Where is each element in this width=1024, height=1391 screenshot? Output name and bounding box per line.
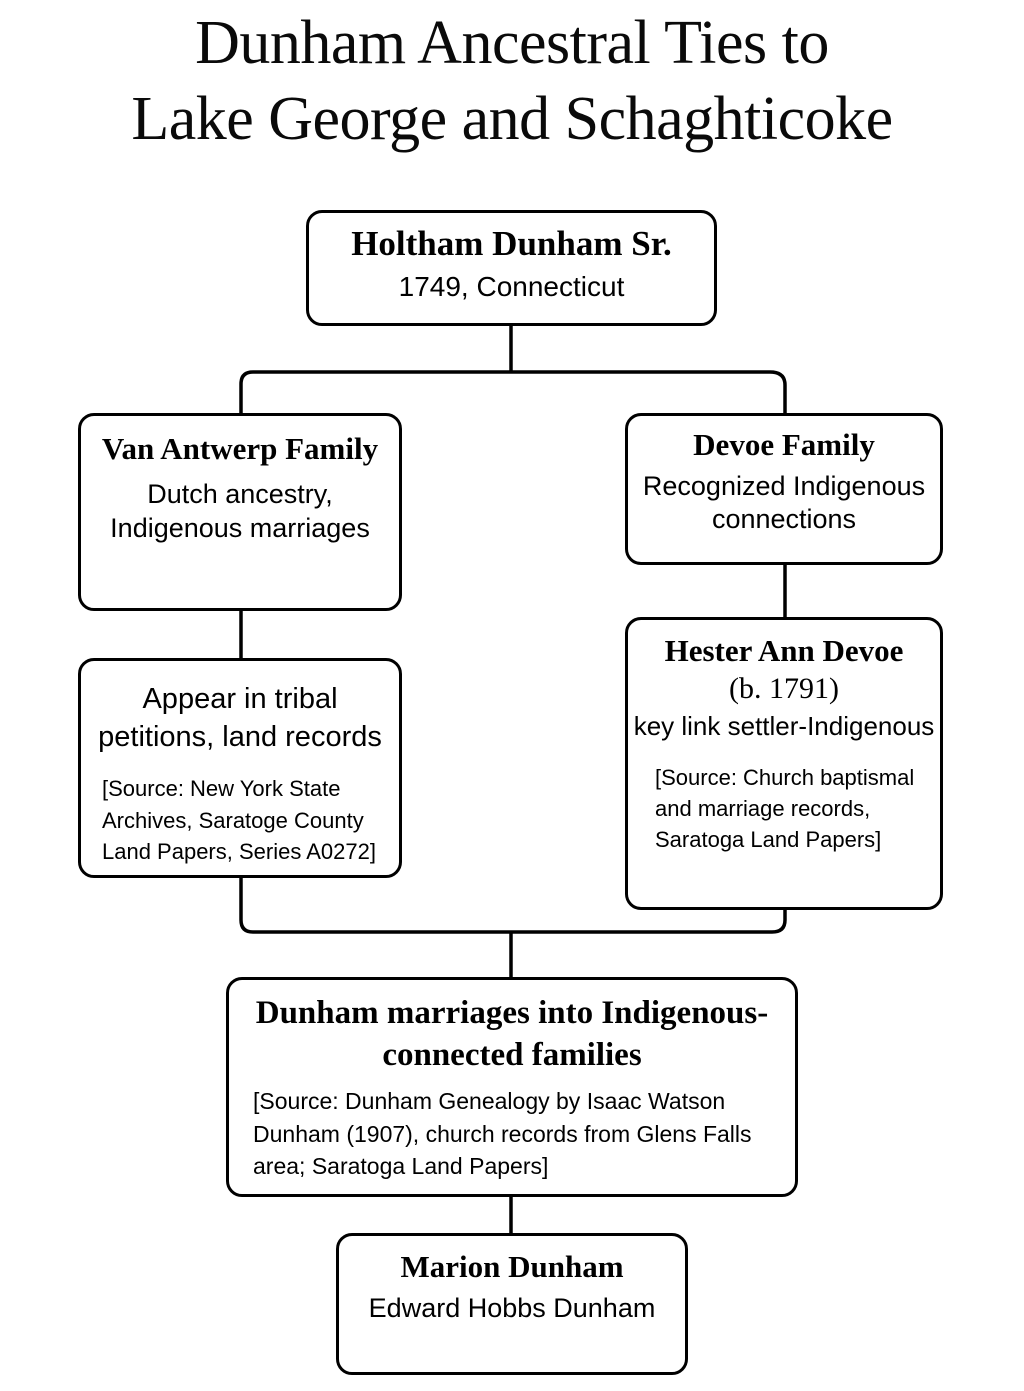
node-marriages-source: [Source: Dunham Genealogy by Isaac Watso… [253, 1088, 752, 1180]
node-devoe-family[interactable]: Devoe Family Recognized Indigenous conne… [625, 413, 943, 565]
node-dunham-marriages[interactable]: Dunham marriages into Indigenous-connect… [226, 977, 798, 1197]
node-van-antwerp-name: Van Antwerp Family [101, 431, 379, 466]
page-title-line-1: Dunham Ancestral Ties to [195, 9, 829, 77]
node-hester-ann-devoe[interactable]: Hester Ann Devoe (b. 1791) key link sett… [625, 617, 943, 910]
node-marion-name: Marion Dunham [400, 1249, 624, 1284]
node-van-antwerp-family[interactable]: Van Antwerp Family Dutch ancestry, Indig… [78, 413, 402, 611]
node-hester-detail: key link settler-Indigenous [633, 710, 935, 741]
node-van-antwerp-detail: Dutch ancestry, Indigenous marriages [110, 478, 370, 543]
node-petitions-detail: Appear in tribal petitions, land records [98, 683, 382, 753]
page-title: Dunham Ancestral Ties to Lake George and… [0, 6, 1024, 157]
node-hester-birth: (b. 1791) [729, 671, 839, 705]
node-hester-name: Hester Ann Devoe [664, 633, 904, 668]
node-marion-detail: Edward Hobbs Dunham [368, 1292, 656, 1323]
node-devoe-name: Devoe Family [693, 427, 875, 462]
node-marion-dunham[interactable]: Marion Dunham Edward Hobbs Dunham [336, 1233, 688, 1375]
node-holtham-dunham-sr[interactable]: Holtham Dunham Sr. 1749, Connecticut [306, 210, 717, 326]
node-root-name: Holtham Dunham Sr. [351, 224, 672, 263]
node-hester-source: [Source: Church baptismal and marriage r… [655, 764, 915, 853]
node-devoe-detail: Recognized Indigenous connections [642, 470, 926, 535]
page-title-line-2: Lake George and Schaghticoke [131, 84, 893, 153]
node-root-detail: 1749, Connecticut [398, 271, 625, 303]
node-petitions-source: [Source: New York State Archives, Sarato… [102, 776, 376, 864]
node-marriages-name: Dunham marriages into Indigenous-connect… [255, 995, 769, 1073]
connector-split-bar [239, 370, 787, 413]
node-tribal-petitions[interactable]: Appear in tribal petitions, land records… [78, 658, 402, 878]
